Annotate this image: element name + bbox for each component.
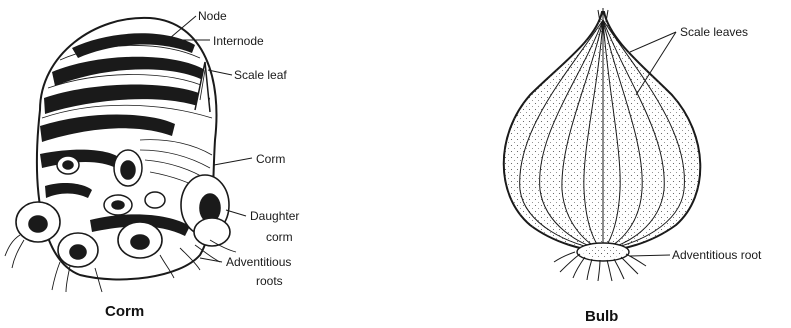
label-adventitious-roots-1: Adventitious [226,255,291,269]
label-scale-leaf: Scale leaf [234,68,287,82]
label-daughter-corm-2: corm [266,230,293,244]
label-node: Node [198,9,227,23]
label-daughter-corm-1: Daughter [250,209,299,223]
label-corm: Corm [256,152,285,166]
label-adventitious-root: Adventitious root [672,248,761,262]
label-adventitious-roots-2: roots [256,274,283,288]
corm-drawing [5,18,236,292]
label-internode: Internode [213,34,264,48]
bulb-drawing [504,8,701,281]
caption-corm: Corm [105,303,144,320]
caption-bulb: Bulb [585,308,618,325]
label-scale-leaves: Scale leaves [680,25,748,39]
